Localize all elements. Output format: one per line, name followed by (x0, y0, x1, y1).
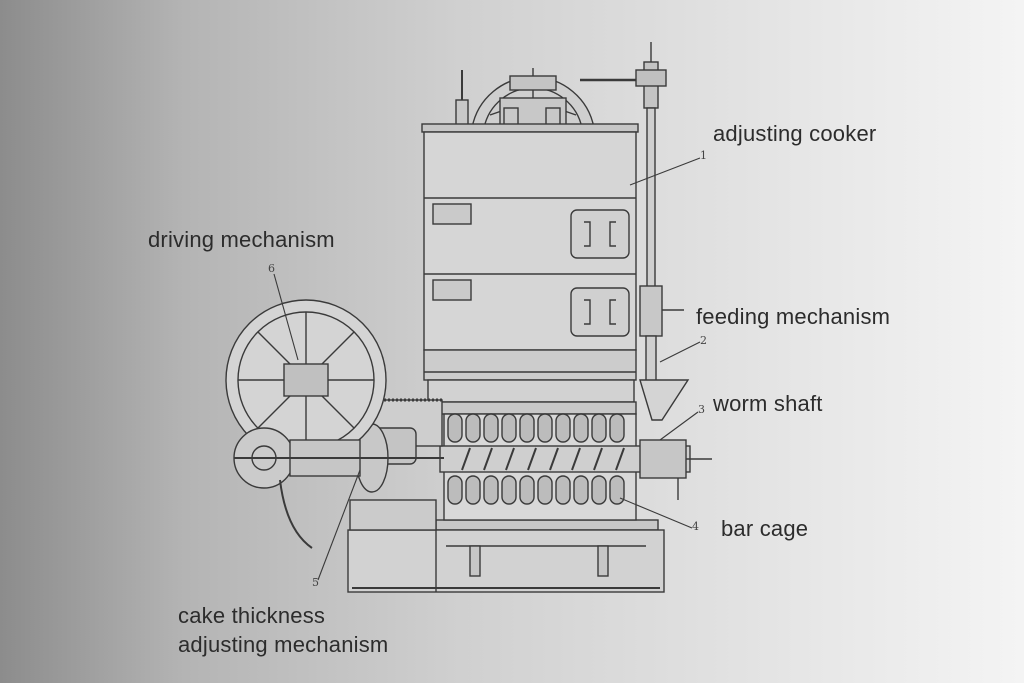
part-number-5: 5 (312, 576, 319, 589)
motor-hub (233, 427, 444, 549)
label-worm-shaft: worm shaft (713, 391, 823, 416)
top-flange (421, 123, 639, 133)
part-number-3: 3 (698, 403, 705, 416)
part-number-6: 6 (268, 262, 275, 275)
cooker-tower (423, 131, 637, 403)
top-gear-wheel (455, 68, 650, 129)
part-number-4: 4 (692, 520, 699, 533)
label-feeding-mechanism: feeding mechanism (696, 304, 891, 329)
label-driving-mechanism: driving mechanism (148, 227, 335, 252)
label-cake-thickness-line2: adjusting mechanism (178, 632, 389, 657)
label-cake-thickness-line1: cake thickness (178, 603, 326, 628)
label-bar-cage: bar cage (721, 516, 809, 541)
press-base (347, 401, 665, 593)
part-number-1: 1 (700, 149, 707, 162)
adjusting-column (635, 42, 690, 421)
part-number-2: 2 (700, 334, 707, 347)
leader-lines (273, 157, 701, 581)
label-adjusting-cooker: adjusting cooker (713, 121, 877, 146)
